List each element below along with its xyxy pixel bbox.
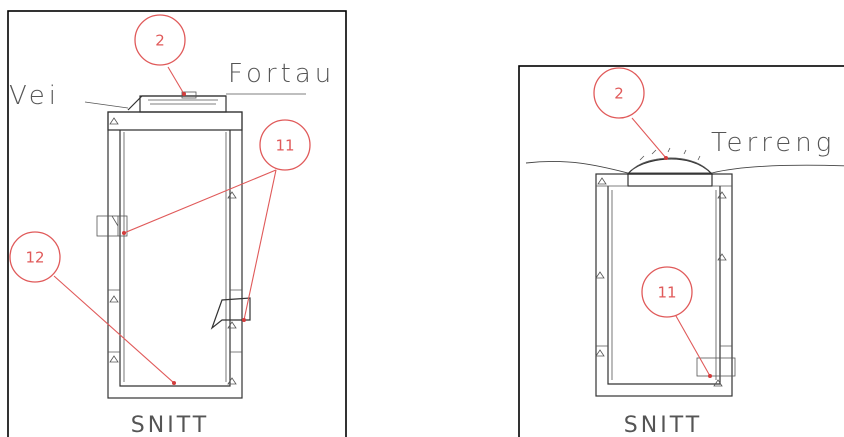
left-callout-12: 12 xyxy=(9,231,176,385)
left-section-drawing: Vei Fortau xyxy=(7,10,347,437)
road-pointer xyxy=(84,101,129,109)
right-callout-11-number: 11 xyxy=(657,284,676,302)
road-label: Vei xyxy=(9,81,60,111)
left-panel-frame xyxy=(7,10,347,437)
right-chamber xyxy=(595,173,733,397)
left-manhole-cover xyxy=(107,91,243,131)
right-manhole-cover xyxy=(626,147,714,187)
right-section-drawing: Terreng 2 xyxy=(518,65,844,437)
left-callout-11-number: 11 xyxy=(275,137,294,155)
right-callout-2-number: 2 xyxy=(614,85,624,103)
left-callout-2-number: 2 xyxy=(155,32,165,50)
left-callout-11: 11 xyxy=(122,119,311,322)
sidewalk-label: Fortau xyxy=(228,59,335,89)
right-pipe-box xyxy=(696,357,736,377)
left-callout-2: 2 xyxy=(134,14,186,96)
right-panel-frame xyxy=(518,65,844,437)
right-section-label: SNITT xyxy=(624,413,702,437)
right-callout-11: 11 xyxy=(641,266,712,378)
terrain-line xyxy=(525,161,844,174)
left-pipe-outlet xyxy=(210,297,251,330)
left-callout-12-number: 12 xyxy=(25,249,44,267)
right-callout-2: 2 xyxy=(593,67,668,160)
left-chamber xyxy=(107,111,243,399)
terrain-label: Terreng xyxy=(711,128,835,158)
left-section-label: SNITT xyxy=(131,413,209,437)
